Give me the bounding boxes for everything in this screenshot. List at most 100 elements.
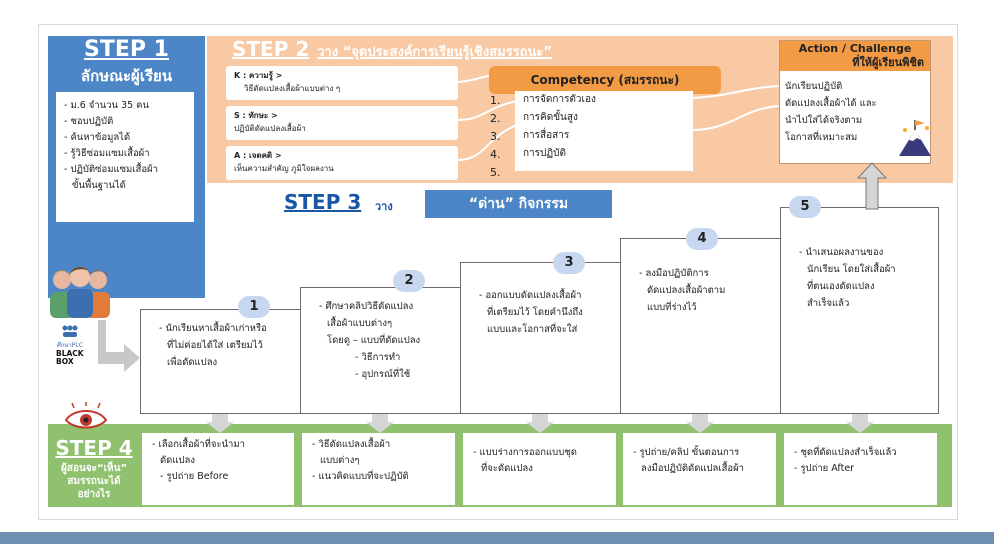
list-item: - ม.6 จำนวน 35 คน bbox=[64, 100, 149, 111]
action-title-line2: ที่ให้ผู้เรียนพิชิต bbox=[852, 56, 924, 69]
stage-3-number: 3 bbox=[553, 252, 585, 274]
evidence-line: ลงมือปฏิบัติดัดแปลเสื้อผ้า bbox=[641, 463, 745, 474]
competency-number: 4. bbox=[490, 148, 501, 161]
stage-line: - ลงมือปฏิบัติการ bbox=[639, 268, 709, 279]
stage-line: ที่เตรียมไว้ โดยคำนึงถึง bbox=[487, 307, 583, 318]
competency-number: 3. bbox=[490, 130, 501, 143]
up-arrow-icon bbox=[857, 162, 887, 210]
stage-line: นักเรียน โดยใส่เสื้อผ้า bbox=[807, 264, 896, 275]
stage-line: ที่ไม่ค่อยได้ใส่ เตรียมไว้ bbox=[167, 340, 263, 351]
logo-blackbox: BLACK BOX bbox=[56, 350, 86, 376]
step1-subtitle: ลักษณะผู้เรียน bbox=[80, 67, 173, 85]
step2-title-text: STEP 2 bbox=[232, 37, 310, 61]
evidence-line: - ชุดที่ดัดแปลงสำเร็จแล้ว bbox=[794, 447, 897, 458]
competency-to-action-lines bbox=[692, 85, 781, 131]
stage-line: เสื้อผ้าแบบต่างๆ bbox=[327, 318, 393, 329]
evidence-cell-3: - แบบร่างการออกแบบชุด ที่จะดัดแปลง bbox=[463, 433, 616, 505]
step4-subtitle-line: อย่างไร bbox=[77, 489, 111, 500]
evidence-line: - รูปถ่าย After bbox=[794, 463, 855, 474]
competency-numbers: 1. 2. 3. 4. 5. bbox=[490, 92, 516, 182]
action-challenge-text: นักเรียนปฏิบัติ ดัดแปลงเสื้อผ้าได้ และ น… bbox=[785, 78, 895, 146]
entry-arrow-icon bbox=[98, 320, 140, 372]
action-challenge-header: Action / Challenge ที่ให้ผู้เรียนพิชิต bbox=[780, 41, 930, 71]
evidence-line: - วิธีดัดแปลงเสื้อผ้า bbox=[312, 439, 391, 450]
stage-line: - ออกแบบดัดแปลงเสื้อผ้า bbox=[479, 290, 582, 301]
stage-line: สำเร็จแล้ว bbox=[807, 298, 850, 309]
step1-title: STEP 1 bbox=[84, 37, 169, 62]
learners-group-icon bbox=[50, 267, 110, 318]
mountain-flag-icon bbox=[899, 120, 931, 156]
stage-4-box: - ลงมือปฏิบัติการ ดัดแปลงเสื้อผ้าตาม แบบ… bbox=[620, 238, 781, 414]
skill-text: ปฏิบัติดัดแปลงเสื้อผ้า bbox=[234, 124, 306, 133]
bottom-bar bbox=[0, 532, 994, 544]
stage-3-box: - ออกแบบดัดแปลงเสื้อผ้า ที่เตรียมไว้ โดย… bbox=[460, 262, 621, 414]
knowledge-label: K : ความรู้ > bbox=[234, 71, 283, 80]
evidence-line: แบบต่างๆ bbox=[320, 455, 360, 466]
stage-line: โดยดู – แบบที่ดัดแปลง bbox=[327, 335, 421, 346]
competency-item: การคิดขั้นสูง bbox=[523, 112, 578, 123]
stage-2-box: - ศึกษาคลิปวิธีดัดแปลง เสื้อผ้าแบบต่างๆ … bbox=[300, 287, 461, 414]
logo-plc-text: ศึกษาPLC bbox=[57, 342, 83, 349]
competency-list: การจัดการตัวเอง การคิดขั้นสูง การสื่อสาร… bbox=[515, 91, 693, 171]
competency-number: 5. bbox=[490, 166, 501, 179]
activity-stages-badge: “ด่าน” กิจกรรม bbox=[425, 190, 612, 218]
stage-2-number: 2 bbox=[393, 270, 425, 292]
stage-line: - นักเรียนหาเสื้อผ้าเก่าหรือ bbox=[159, 323, 267, 334]
competency-item: การสื่อสาร bbox=[523, 130, 570, 141]
step2-title: STEP 2 วาง “จุดประสงค์การเรียนรู้เชิงสมรร… bbox=[232, 36, 552, 66]
evidence-line: ดัดแปลง bbox=[160, 455, 195, 466]
list-item: - ค้นหาข้อมูลได้ bbox=[64, 132, 131, 143]
competency-number: 1. bbox=[490, 94, 501, 107]
attitude-label: A : เจตคติ > bbox=[234, 151, 282, 160]
evidence-line: ที่จะดัดแปลง bbox=[481, 463, 533, 474]
step3-subtitle: วาง bbox=[375, 200, 393, 213]
evidence-line: - รูปถ่าย Before bbox=[160, 471, 229, 482]
stage-5-box: - นำเสนอผลงานของ นักเรียน โดยใส่เสื้อผ้า… bbox=[780, 207, 939, 414]
competency-number: 2. bbox=[490, 112, 501, 125]
stage-line: เพื่อดัดแปลง bbox=[167, 357, 218, 368]
plc-logo-icon bbox=[62, 325, 78, 337]
step4-subtitle-line: สมรรถนะได้ bbox=[67, 476, 121, 487]
stage-5-number: 5 bbox=[789, 196, 821, 218]
stage-line: - ศึกษาคลิปวิธีดัดแปลง bbox=[319, 301, 414, 312]
evidence-cell-1: - เลือกเสื้อผ้าที่จะนำมา ดัดแปลง - รูปถ่… bbox=[142, 433, 294, 505]
stage-line: ดัดแปลงเสื้อผ้าตาม bbox=[647, 285, 726, 296]
step4-subtitle: ผู้สอนจะ“เห็น” สมรรถนะได้ อย่างไร bbox=[50, 462, 138, 501]
stage-line: - นำเสนอผลงานของ bbox=[799, 247, 884, 258]
step3-title: STEP 3 bbox=[284, 190, 362, 214]
evidence-line: - เลือกเสื้อผ้าที่จะนำมา bbox=[152, 439, 245, 450]
action-text-line: นักเรียนปฏิบัติ bbox=[785, 81, 843, 92]
list-item: ขั้นพื้นฐานได้ bbox=[72, 180, 126, 191]
action-text-line: นำไปใส่ได้จริงตาม bbox=[785, 115, 863, 126]
evidence-cell-5: - ชุดที่ดัดแปลงสำเร็จแล้ว - รูปถ่าย Afte… bbox=[784, 433, 937, 505]
evidence-down-arrows bbox=[206, 414, 874, 433]
stage-line: แบบที่ร่างไว้ bbox=[647, 302, 697, 313]
competency-item: การจัดการตัวเอง bbox=[523, 94, 596, 105]
step4-title: STEP 4 bbox=[55, 436, 133, 460]
knowledge-text: วิธีดัดแปลงเสื้อผ้าแบบต่าง ๆ bbox=[244, 84, 341, 93]
logo-blackbox-text: BLACK BOX bbox=[56, 349, 84, 366]
evidence-line: - รูปถ่าย/คลิป ขั้นตอนการ bbox=[633, 447, 740, 458]
stage-line: - วิธีการทำ bbox=[355, 352, 401, 363]
competency-header: Competency (สมรรถนะ) bbox=[489, 66, 721, 94]
attitude-box: A : เจตคติ > เห็นความสำคัญ ภูมิใจผลงาน bbox=[226, 146, 458, 180]
stage-1-number: 1 bbox=[238, 296, 270, 318]
action-title-line1: Action / Challenge bbox=[798, 42, 912, 55]
evidence-cell-2: - วิธีดัดแปลงเสื้อผ้า แบบต่างๆ - แนวคิดแ… bbox=[302, 433, 455, 505]
step2-subtitle: วาง “จุดประสงค์การเรียนรู้เชิงสมรรถนะ” bbox=[317, 45, 552, 60]
stage-line: แบบและโอกาสที่จะใส่ bbox=[487, 324, 578, 335]
logo-plc: ศึกษาPLC bbox=[56, 324, 84, 350]
stage-line: ที่ตนเองดัดแปลง bbox=[807, 281, 875, 292]
evidence-line: - แบบร่างการออกแบบชุด bbox=[473, 447, 577, 458]
skill-label: S : ทักษะ > bbox=[234, 111, 278, 120]
step4-subtitle-line: ผู้สอนจะ“เห็น” bbox=[60, 463, 128, 474]
evidence-line: - แนวคิดแบบที่จะปฏิบัติ bbox=[312, 471, 409, 482]
eye-icon bbox=[64, 402, 108, 429]
learner-characteristics-list: - ม.6 จำนวน 35 คน - ชอบปฏิบัติ - ค้นหาข้… bbox=[56, 92, 194, 222]
attitude-text: เห็นความสำคัญ ภูมิใจผลงาน bbox=[234, 164, 334, 173]
evidence-cell-4: - รูปถ่าย/คลิป ขั้นตอนการ ลงมือปฏิบัติดั… bbox=[623, 433, 776, 505]
competency-item: การปฏิบัติ bbox=[523, 148, 566, 159]
knowledge-box: K : ความรู้ > วิธีดัดแปลงเสื้อผ้าแบบต่าง… bbox=[226, 66, 458, 100]
list-item: - ปฏิบัติซ่อมแซมเสื้อผ้า bbox=[64, 164, 158, 175]
action-text-line: ดัดแปลงเสื้อผ้าได้ และ bbox=[785, 98, 877, 109]
